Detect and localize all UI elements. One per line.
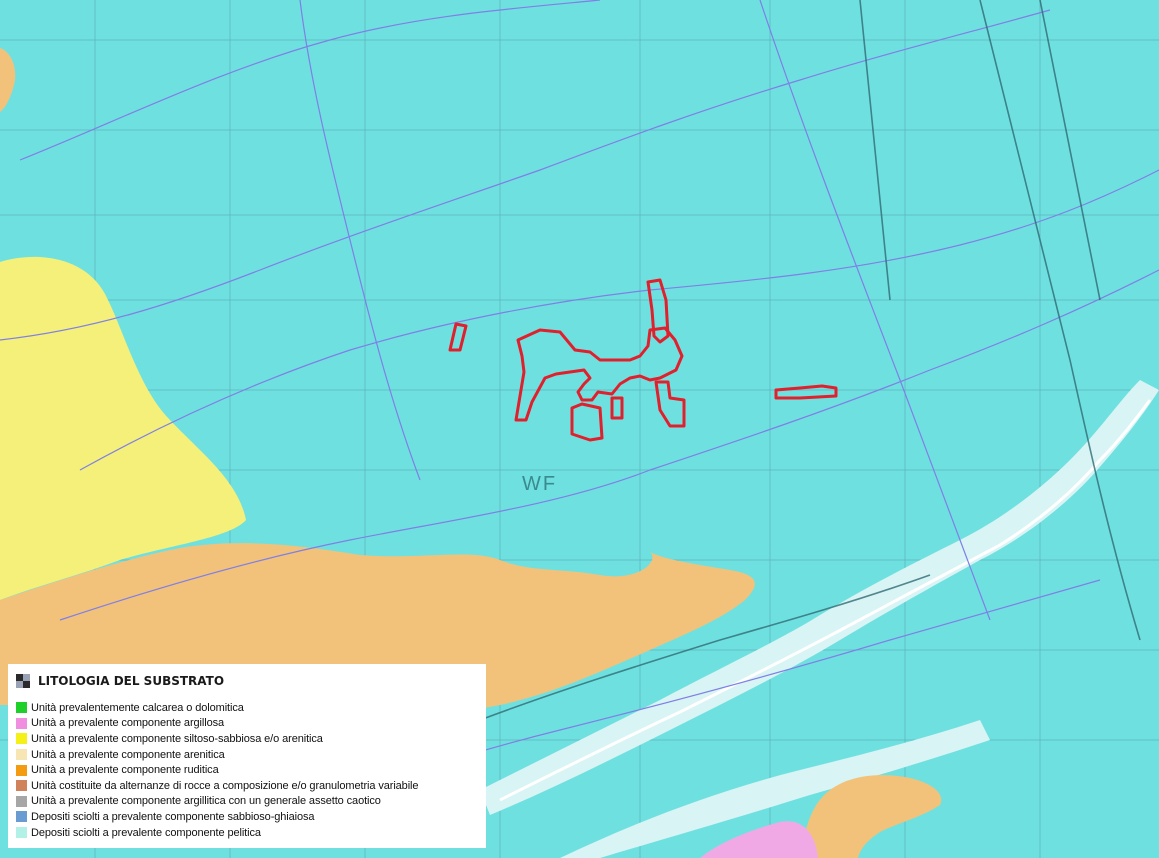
legend-item: Unità a prevalente componente ruditica bbox=[16, 762, 478, 778]
legend-label: Unità prevalentemente calcarea o dolomit… bbox=[31, 701, 244, 714]
site-parcel-south bbox=[570, 402, 604, 442]
site-parcel-main bbox=[514, 326, 684, 422]
site-parcel-small bbox=[610, 396, 624, 420]
sandy-arenitic-unit-area bbox=[0, 256, 246, 600]
legend-swatch bbox=[16, 749, 27, 761]
legend-swatch bbox=[16, 811, 27, 823]
legend-item: Unità a prevalente componente argillosa bbox=[16, 716, 478, 732]
legend-item: Unità a prevalente componente argillitic… bbox=[16, 794, 478, 810]
legend-items: Unità prevalentemente calcarea o dolomit… bbox=[16, 700, 478, 840]
legend-label: Unità a prevalente componente siltoso-sa… bbox=[31, 732, 323, 745]
river-floodplain-lower bbox=[560, 720, 990, 858]
legend-swatch bbox=[16, 780, 27, 792]
legend-label: Depositi sciolti a prevalente componente… bbox=[31, 826, 261, 839]
ruditic-unit-area-south bbox=[800, 775, 942, 858]
legend-header: LITOLOGIA DEL SUBSTRATO bbox=[16, 670, 478, 692]
legend-label: Unità a prevalente componente arenitica bbox=[31, 748, 225, 761]
layer-grid-icon bbox=[16, 674, 30, 688]
site-parcel-west bbox=[448, 322, 468, 352]
legend-item: Unità a prevalente componente arenitica bbox=[16, 747, 478, 763]
legend-swatch bbox=[16, 733, 27, 745]
legend-item: Unità costituite da alternanze di rocce … bbox=[16, 778, 478, 794]
project-site-outlines bbox=[448, 278, 838, 442]
legend-item: Unità a prevalente componente siltoso-sa… bbox=[16, 731, 478, 747]
legend-swatch bbox=[16, 795, 27, 807]
infrastructure-lines bbox=[479, 0, 1141, 721]
legend-swatch bbox=[16, 717, 27, 729]
legend-swatch bbox=[16, 764, 27, 776]
clay-unit-area bbox=[700, 821, 818, 858]
legend-label: Unità costituite da alternanze di rocce … bbox=[31, 779, 419, 792]
site-parcel-east bbox=[774, 384, 838, 400]
geologic-unit-label: WF bbox=[522, 473, 557, 495]
site-parcel-southeast bbox=[654, 380, 686, 428]
river-floodplain bbox=[480, 380, 1159, 815]
site-parcel-north bbox=[646, 278, 670, 344]
legend-label: Unità a prevalente componente ruditica bbox=[31, 764, 219, 777]
sandy-unit-edge-nw bbox=[0, 48, 16, 112]
legend-swatch bbox=[16, 827, 27, 839]
legend-swatch bbox=[16, 702, 27, 714]
legend-label: Unità a prevalente componente argillosa bbox=[31, 717, 224, 730]
legend-item: Depositi sciolti a prevalente componente… bbox=[16, 809, 478, 825]
legend-label: Depositi sciolti a prevalente componente… bbox=[31, 810, 315, 823]
map-legend: LITOLOGIA DEL SUBSTRATO Unità prevalente… bbox=[8, 664, 486, 848]
legend-label: Unità a prevalente componente argillitic… bbox=[31, 795, 381, 808]
legend-title: LITOLOGIA DEL SUBSTRATO bbox=[38, 674, 225, 688]
legend-item: Depositi sciolti a prevalente componente… bbox=[16, 825, 478, 841]
legend-item: Unità prevalentemente calcarea o dolomit… bbox=[16, 700, 478, 716]
river-channel bbox=[499, 399, 1152, 802]
